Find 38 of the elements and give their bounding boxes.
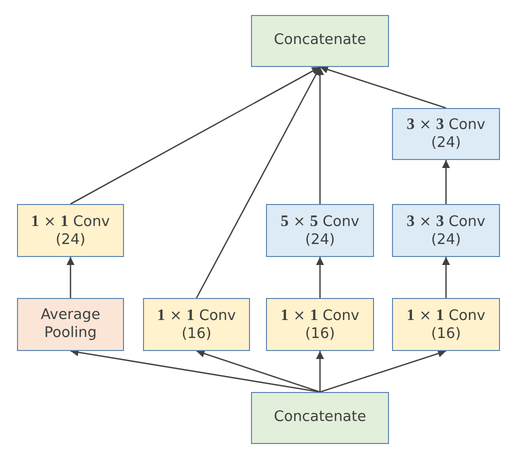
process-box	[17, 298, 124, 351]
process-box	[392, 298, 500, 351]
process-box	[251, 392, 389, 444]
arrow	[66, 257, 74, 298]
layer-detail: (24)	[56, 232, 86, 250]
layer-label: 1 × 1 Conv	[157, 306, 236, 326]
layer-label: 3 × 3 Conv	[406, 212, 486, 232]
process-box	[17, 204, 124, 257]
arrow	[70, 66, 320, 205]
layer-detail: (24)	[305, 232, 335, 250]
layer-detail: (24)	[431, 232, 461, 250]
arrow	[442, 257, 450, 298]
process-box	[251, 15, 389, 67]
arrow	[320, 66, 446, 109]
arrow	[316, 257, 324, 298]
layer-detail: (24)	[431, 135, 461, 153]
layer-detail: (16)	[182, 326, 212, 344]
process-box	[266, 298, 374, 351]
layer-label: 5 × 5 Conv	[280, 212, 360, 232]
process-box	[143, 298, 250, 351]
process-box	[392, 204, 500, 257]
arrow	[196, 66, 321, 298]
layer-label: Average Pooling	[40, 306, 102, 342]
layer-detail: (16)	[305, 326, 335, 344]
layer-detail: (16)	[431, 326, 461, 344]
layer-label: Concatenate	[274, 409, 366, 427]
arrow	[316, 351, 324, 392]
layer-label: 1 × 1 Conv	[31, 212, 110, 232]
layer-label: Concatenate	[274, 32, 366, 50]
layer-label: 1 × 1 Conv	[280, 306, 360, 326]
arrow	[316, 67, 324, 204]
process-box	[266, 204, 374, 257]
layer-label: 1 × 1 Conv	[406, 306, 486, 326]
arrow	[196, 350, 320, 393]
arrow	[320, 350, 446, 393]
layer-label: 3 × 3 Conv	[406, 115, 486, 135]
process-box	[392, 108, 500, 160]
arrow	[442, 160, 450, 204]
